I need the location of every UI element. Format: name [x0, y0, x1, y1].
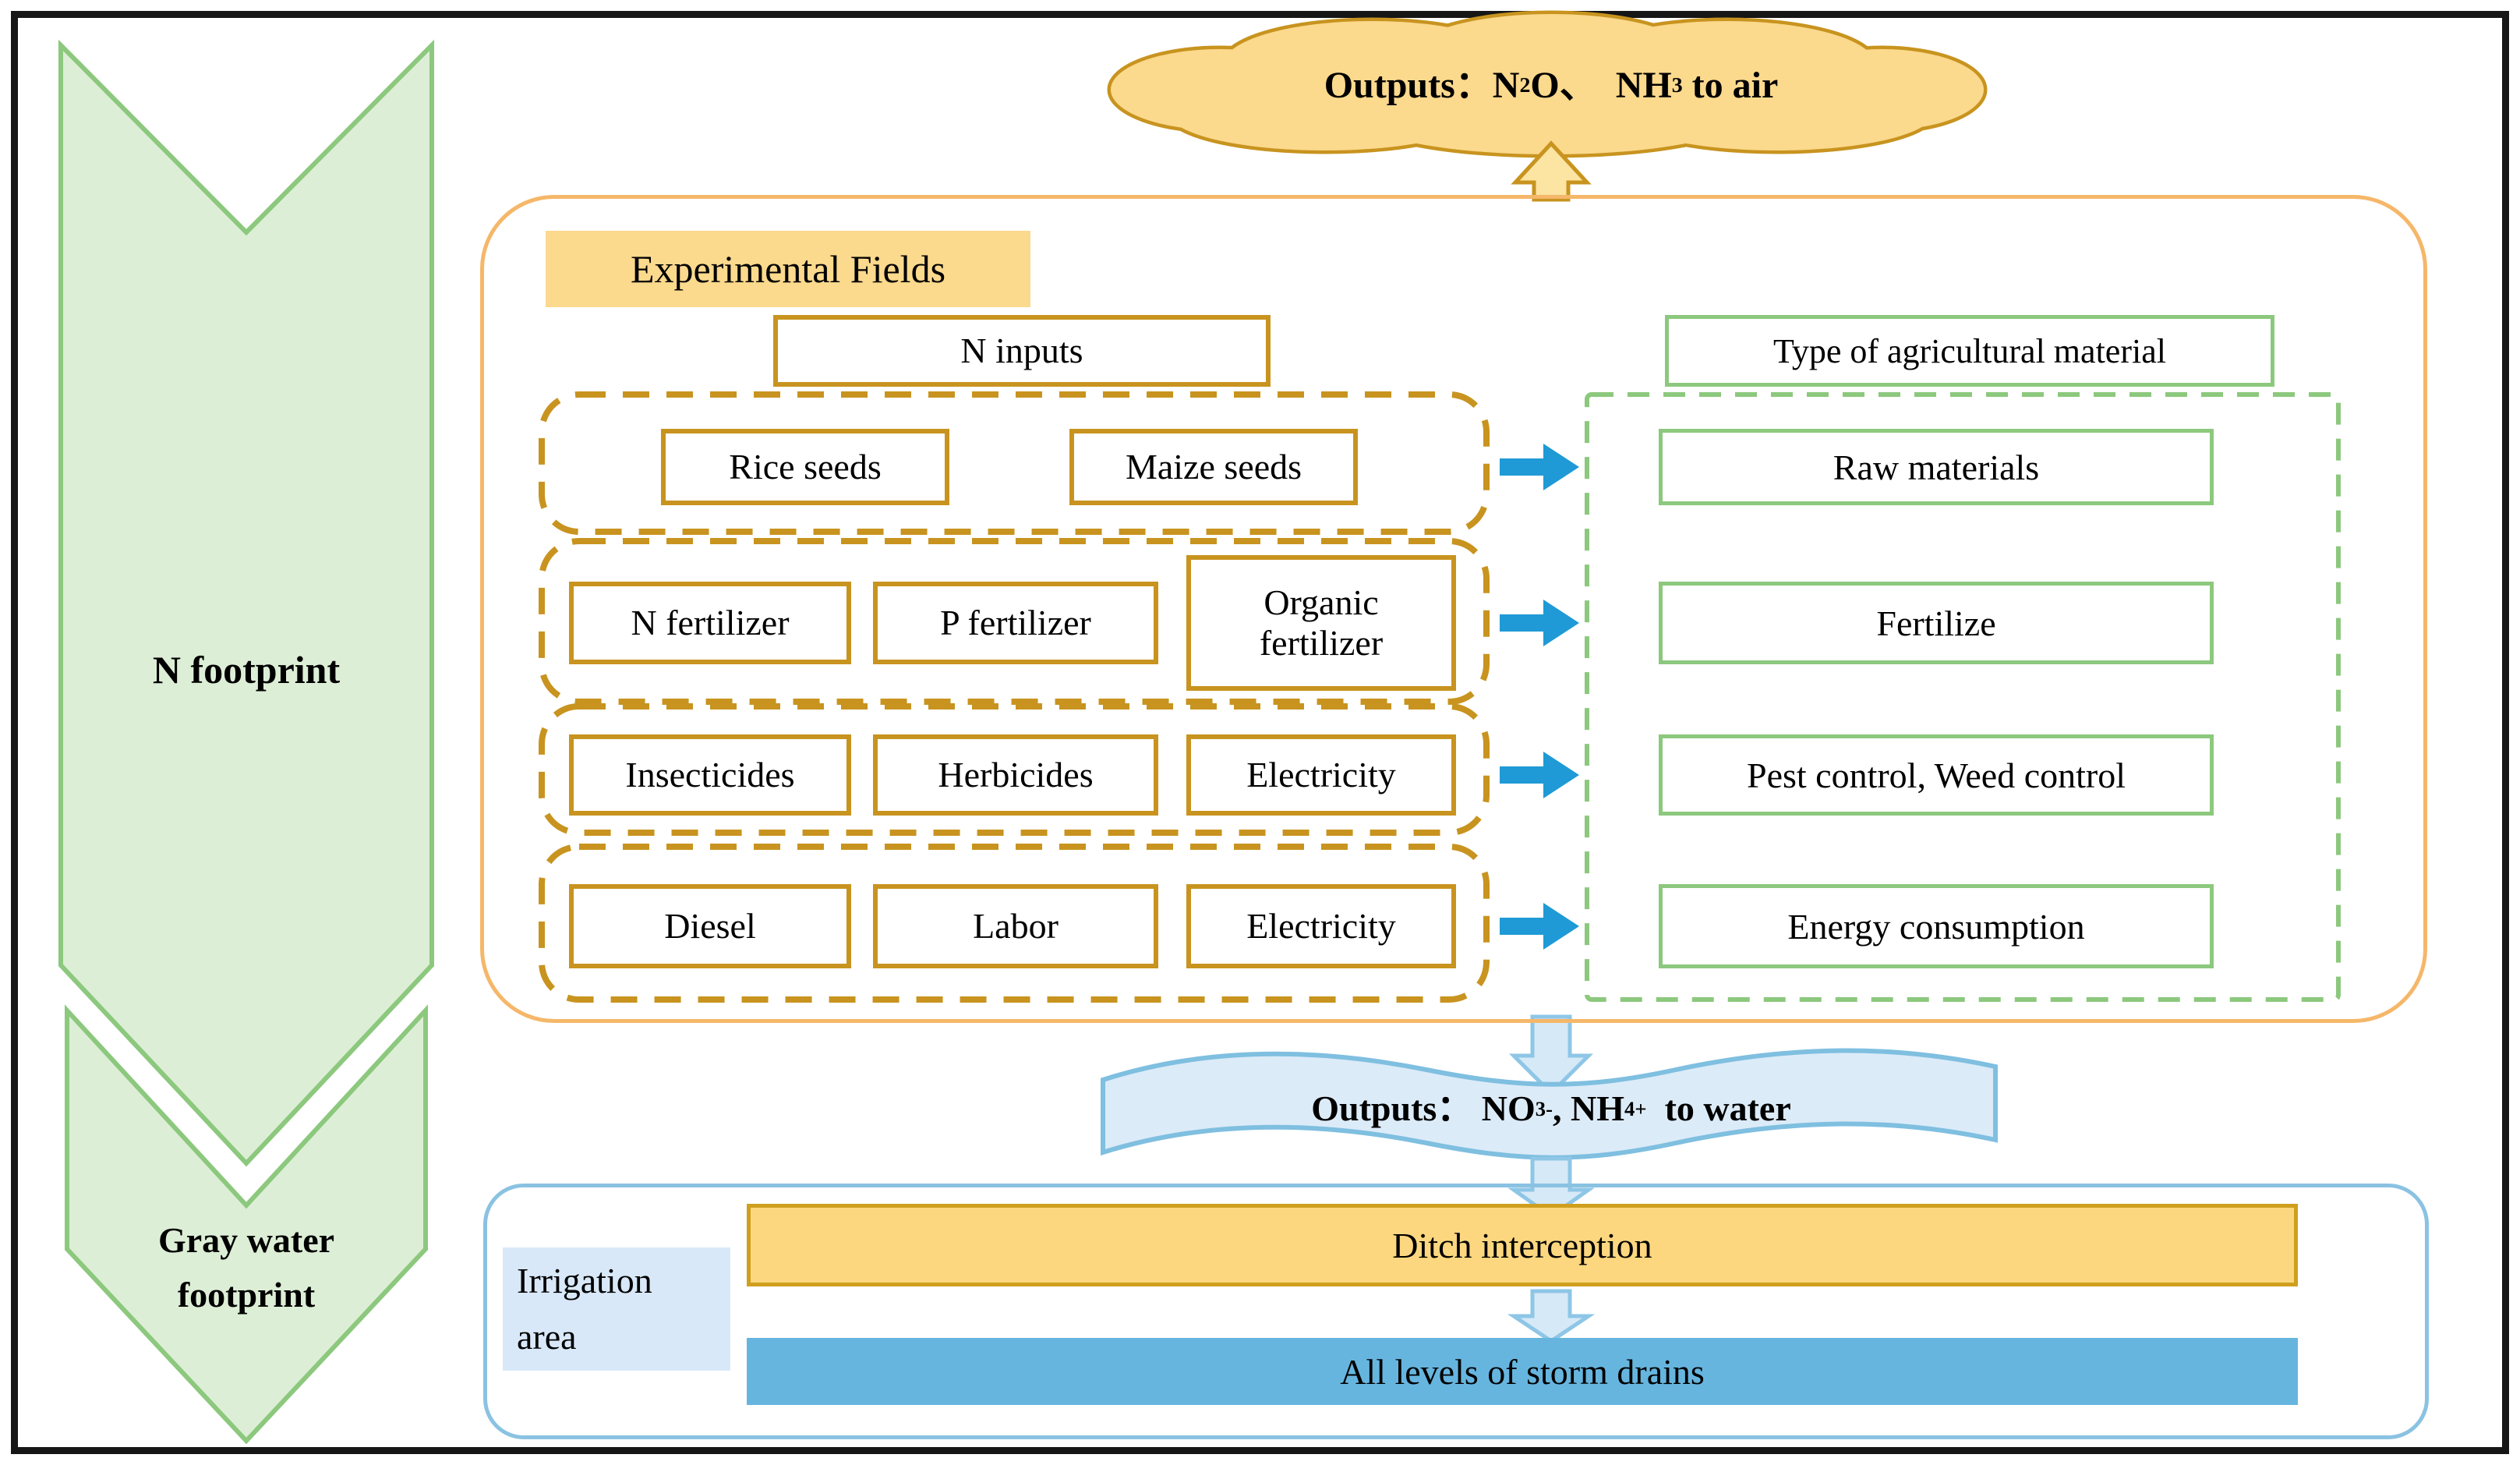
storm-drains-box: All levels of storm drains — [747, 1338, 2298, 1405]
flow-arrow-fertilizer — [1500, 600, 1579, 646]
p-fertilizer-box: P fertilizer — [873, 582, 1158, 664]
n-footprint-chevron — [58, 39, 434, 1167]
insecticides-box: Insecticides — [569, 734, 851, 816]
herbicides-box: Herbicides — [873, 734, 1158, 816]
labor-box: Labor — [873, 884, 1158, 968]
n-inputs-header: N inputs — [773, 315, 1271, 387]
dashed-group-agricultural — [1585, 392, 2341, 1002]
dashed-group-fertilizer — [539, 538, 1490, 705]
gray-water-line2: footprint — [177, 1274, 316, 1315]
wave-banner-shape — [1101, 1048, 1998, 1160]
flow-arrow-energy — [1500, 903, 1579, 950]
output-cloud-shape — [1107, 10, 1988, 158]
dashed-group-seeds — [539, 391, 1490, 535]
electricity-box-pest: Electricity — [1186, 734, 1456, 816]
experimental-fields-container — [480, 195, 2427, 1023]
rice-seeds-box: Rice seeds — [661, 429, 949, 505]
irrigation-line1: Irrigation — [517, 1261, 652, 1300]
agricultural-material-header: Type of agricultural material — [1665, 315, 2274, 387]
ditch-interception-box: Ditch interception — [747, 1204, 2298, 1286]
gray-water-line1: Gray water — [157, 1219, 335, 1260]
figure-frame — [11, 11, 2509, 1454]
electricity-box-energy: Electricity — [1186, 884, 1456, 968]
down-arrow-to-irrigation — [1507, 1156, 1595, 1219]
gray-water-chevron — [65, 1004, 428, 1445]
raw-materials-box: Raw materials — [1659, 429, 2214, 505]
experimental-fields-label: Experimental Fields — [546, 231, 1030, 307]
n-fertilizer-box: N fertilizer — [569, 582, 851, 664]
flow-arrow-seeds — [1500, 444, 1579, 490]
organic-fertilizer-box: Organic fertilizer — [1186, 555, 1456, 691]
irrigation-area-label: Irrigation area — [503, 1247, 730, 1371]
irrigation-area-container — [483, 1184, 2429, 1439]
dashed-group-energy — [539, 844, 1490, 1003]
pest-weed-control-box: Pest control, Weed control — [1659, 734, 2214, 816]
diesel-box: Diesel — [569, 884, 851, 968]
flow-arrow-pest — [1500, 752, 1579, 798]
irrigation-line2: area — [517, 1317, 577, 1357]
energy-consumption-box: Energy consumption — [1659, 884, 2214, 968]
maize-seeds-box: Maize seeds — [1069, 429, 1358, 505]
fertilize-box: Fertilize — [1659, 582, 2214, 664]
n-footprint-banner: N footprint — [152, 648, 341, 692]
down-arrow-to-water — [1508, 1014, 1594, 1096]
down-arrow-to-storm — [1507, 1289, 1596, 1344]
